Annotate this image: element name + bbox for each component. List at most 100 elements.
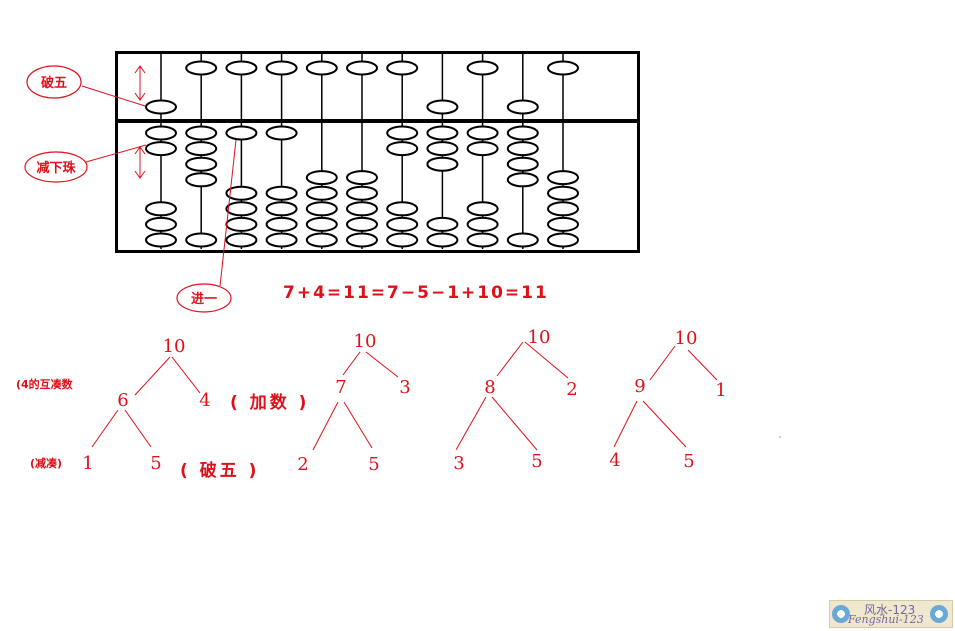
tree-1-mid: 6 [117, 390, 128, 411]
lower-bead [265, 201, 298, 217]
lower-bead [547, 170, 579, 186]
lower-bead-active [145, 125, 177, 141]
lower-bead-active [185, 125, 218, 141]
lower-bead-active [185, 172, 218, 188]
lower-bead [305, 185, 338, 201]
tree-1-leaf-right: 5 [150, 453, 161, 474]
label-po-wu: 破五 [41, 75, 67, 91]
lower-bead [305, 232, 338, 248]
lower-bead-active [265, 125, 298, 141]
tree-4-leaf-left: 4 [609, 450, 620, 471]
lower-bead [185, 232, 218, 248]
lower-bead [386, 201, 419, 217]
lower-bead-active [506, 172, 539, 188]
lower-bead-active [426, 156, 459, 172]
lower-bead [426, 216, 459, 232]
note-complement-of-4: (4的互凑数 [16, 377, 74, 391]
lower-bead [547, 216, 579, 232]
lower-bead-active [426, 125, 459, 141]
lower-bead [386, 232, 419, 248]
upper-bead [305, 60, 338, 76]
lower-bead [346, 170, 378, 186]
yin-yang-icon-left [832, 605, 850, 623]
watermark-text-1: 风水-123 [864, 603, 916, 617]
lower-bead-active [225, 125, 258, 141]
lower-bead [305, 170, 338, 186]
tree-2-leaf-right: 5 [368, 454, 379, 475]
lower-bead [265, 216, 298, 232]
lower-bead [225, 201, 258, 217]
stray-dot [779, 436, 781, 438]
label-jin-yi: 进一 [191, 292, 217, 307]
tree-2-mid: 7 [335, 377, 346, 398]
note-jia-shu: ( 加数 ) [230, 392, 309, 413]
lower-bead-active [185, 156, 218, 172]
lower-bead-active [506, 125, 539, 141]
tree-2-top: 10 [354, 331, 377, 352]
lower-bead [346, 201, 378, 217]
movement-arrows [134, 65, 146, 179]
upper-bead [506, 99, 539, 115]
callout-po-wu: 破五 [26, 65, 146, 107]
lower-bead [547, 232, 579, 248]
callout-jian-xia-zhu: 减下珠 [24, 144, 147, 183]
lower-bead-active [386, 141, 419, 157]
equation: 7+4=11=7−5−1+10=11 [283, 283, 549, 303]
lower-bead [346, 232, 378, 248]
note-jian-cou: (减凑) [30, 456, 62, 470]
tree-1-right: 4 [199, 390, 210, 411]
lower-bead [426, 232, 459, 248]
tree-3-right: 2 [566, 379, 577, 400]
lower-bead [466, 232, 499, 248]
lower-bead [225, 185, 258, 201]
lower-bead [145, 201, 177, 217]
callout-jin-yi: 进一 [176, 139, 237, 313]
upper-bead [426, 99, 459, 115]
lower-bead-active [506, 156, 539, 172]
upper-bead [265, 60, 298, 76]
lower-bead-active [466, 125, 499, 141]
decomposition-tree-2: 10 7 3 2 5 [297, 331, 410, 475]
lower-bead [466, 216, 499, 232]
upper-bead [346, 60, 378, 76]
lower-bead-active [145, 141, 177, 157]
lower-bead [346, 216, 378, 232]
tree-1-top: 10 [163, 336, 186, 357]
lower-bead [305, 201, 338, 217]
abacus-frame [115, 51, 640, 253]
tree-3-mid: 8 [484, 377, 495, 398]
label-jian-xia-zhu: 减下珠 [36, 160, 76, 176]
tree-2-leaf-left: 2 [297, 454, 308, 475]
lower-bead [547, 185, 579, 201]
upper-bead [547, 60, 579, 76]
watermark-text-2: Fengshui-123 [848, 613, 924, 626]
yin-yang-icon-right [930, 605, 948, 623]
lower-bead-active [466, 141, 499, 157]
lower-bead [547, 201, 579, 217]
tree-3-leaf-left: 3 [453, 453, 464, 474]
decomposition-tree-3: 10 8 2 3 5 [453, 327, 577, 474]
lower-bead [225, 232, 258, 248]
tree-4-right: 1 [715, 380, 726, 401]
decomposition-tree-4: 10 9 1 4 5 [609, 328, 726, 472]
tree-3-top: 10 [528, 327, 551, 348]
note-po-wu: ( 破五 ) [180, 460, 259, 481]
lower-bead [506, 232, 539, 248]
tree-1-leaf-left: 1 [82, 453, 93, 474]
tree-3-leaf-right: 5 [531, 451, 542, 472]
tree-4-mid: 9 [634, 376, 645, 397]
lower-bead [145, 232, 177, 248]
lower-bead [466, 201, 499, 217]
lower-bead-active [386, 125, 419, 141]
lower-bead [265, 232, 298, 248]
lower-bead [145, 216, 177, 232]
lower-bead [225, 216, 258, 232]
watermark-logo: 风水-123 Fengshui-123 [829, 600, 953, 628]
lower-bead-active [185, 141, 218, 157]
lower-bead [265, 185, 298, 201]
lower-bead-active [506, 141, 539, 157]
lower-bead [346, 185, 378, 201]
upper-bead [185, 60, 218, 76]
lower-bead-active [426, 141, 459, 157]
